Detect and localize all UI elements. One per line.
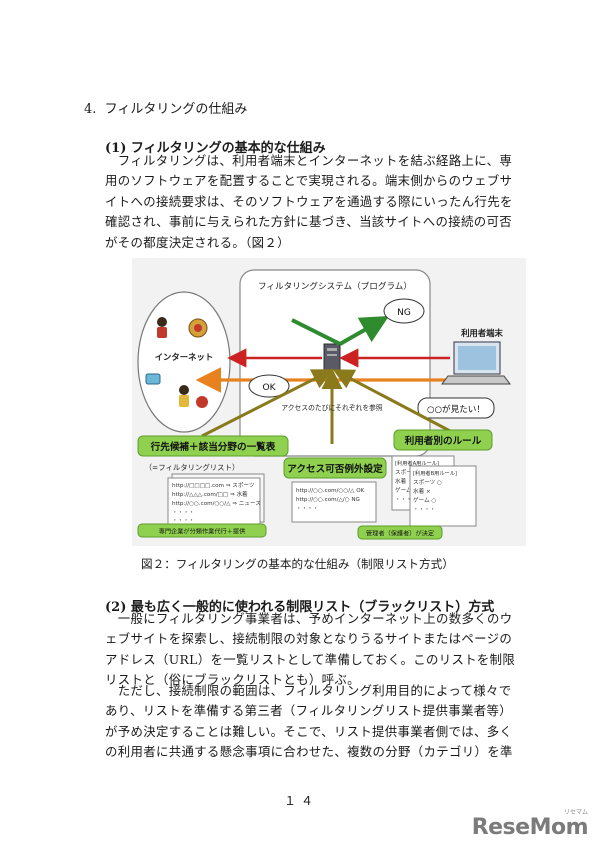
- paragraph-line: 一般にフィルタリング事業者は、予めインターネット上の数多くのウ: [105, 611, 513, 626]
- rules-row: ゲーム ○: [395, 486, 418, 494]
- exception-dots: ・・・・: [296, 506, 318, 512]
- rules-row: ゲーム ○: [413, 496, 436, 504]
- logo-kana: リセマム: [563, 809, 588, 816]
- ng-arrow: [339, 316, 389, 346]
- list-dots: ・・・・: [172, 510, 194, 516]
- rules-row: 水着: [395, 477, 407, 485]
- rules-row: スポーツ ○: [413, 478, 442, 486]
- guardian-label: 管理者（保護者）が決定: [366, 530, 434, 538]
- exception-row: http://○○.com/○○/△ OK: [296, 488, 365, 494]
- paragraph-line: 確認され、事前に与えられた方針に基づき、当該サイトへの接続の可否: [105, 214, 512, 230]
- subsection-2-paragraph-1: 一般にフィルタリング事業者は、予めインターネット上の数多くのウ ェブサイトを探索…: [105, 609, 515, 691]
- rules-title: [利用者B用ルール]: [413, 469, 457, 477]
- page-number: １４: [283, 794, 318, 808]
- list-row: http://○○.com/○○/△ ⇒ ニュース: [172, 500, 261, 507]
- ok-text: OK: [263, 383, 277, 393]
- filtering-list-document: http://□□□□.com ⇒ スポーツ http://△△△.com/□□…: [167, 473, 265, 527]
- subsection-1-heading: (1) フィルタリングの基本的な仕組み: [105, 141, 326, 156]
- exception-document: http://○○.com/○○/△ OK http://○○.com/△/○ …: [291, 481, 377, 523]
- swimsuit-icon: [196, 396, 208, 408]
- rules-label-box: 利用者別のルール: [393, 429, 493, 451]
- paragraph-line: フィルタリングは、利用者端末とインターネットを結ぶ経路上に、専: [105, 153, 513, 168]
- paragraph-line: リストと（俗にブラックリストとも）呼ぶ。: [105, 672, 360, 688]
- list-dots: ・・・・: [172, 518, 194, 524]
- ng-bubble: NG: [383, 298, 425, 324]
- ok-bubble: OK: [248, 374, 290, 398]
- subsection-2-paragraph-2: ただし、接続制限の範囲は、フィルタリング利用目的によって様々で あり、リストを準…: [105, 681, 513, 763]
- system-title: フィルタリングシステム（プログラム）: [258, 280, 412, 292]
- list-label: 行先候補＋該当分野の一覧表: [150, 441, 276, 453]
- game-icon: [145, 373, 161, 385]
- reference-arrow-list: [201, 369, 334, 438]
- vendor-label-box: 専門企業が分類作業代行＋提供: [137, 523, 267, 538]
- paragraph-line: ェブサイトを探索し、接続制限の対象となりうるサイトまたはページの: [105, 631, 513, 647]
- internet-ellipse: [137, 291, 231, 433]
- list-sub-label: （=フィルタリングリスト）: [145, 463, 240, 472]
- user-terminal-label: 利用者端末: [460, 328, 503, 338]
- subsection-2-heading: (2) 最も広く一般的に使われる制限リスト（ブラックリスト）方式: [105, 600, 495, 615]
- exception-label-box: アクセス可否例外設定: [283, 457, 387, 479]
- want-to-see-bubble: ○○が見たい！: [417, 397, 495, 419]
- want-to-see-text: ○○が見たい！: [427, 403, 485, 415]
- server-icon: [323, 343, 341, 371]
- vendor-label: 専門企業が分類作業代行＋提供: [159, 528, 246, 536]
- rules-row: 水着 ×: [413, 487, 431, 495]
- list-label-box: 行先候補＋該当分野の一覧表: [137, 435, 289, 457]
- rules-title: [利用者A用ルール]: [395, 459, 439, 467]
- person-icon: [179, 385, 189, 407]
- subsection-1-paragraph: フィルタリングは、利用者端末とインターネットを結ぶ経路上に、専 用のソフトウェア…: [105, 151, 513, 253]
- paragraph-line: あり、リストを準備する第三者（フィルタリングリスト提供事業者等）: [105, 703, 512, 719]
- exception-row: http://○○.com/△/○ NG: [296, 497, 360, 503]
- rules-label: 利用者別のルール: [404, 435, 482, 447]
- list-row: http://□□□□.com ⇒ スポーツ: [172, 481, 255, 489]
- paragraph-line: が予め決定することは難しい。そこで、リスト提供事業者側では、多く: [105, 723, 513, 739]
- figure-caption: 図２：フィルタリングの基本的な仕組み（制限リスト方式）: [141, 557, 454, 571]
- paragraph-line: がその都度決定される。（図２）: [105, 234, 290, 250]
- list-row: http://△△△.com/□□ ⇒ 水着: [172, 490, 248, 498]
- paragraph-line: ただし、接続制限の範囲は、フィルタリング利用目的によって様々で: [105, 683, 512, 698]
- rules-dots: ・・・・: [413, 507, 435, 513]
- section-title: フィルタリングの仕組み: [104, 102, 248, 117]
- guardian-label-box: 管理者（保護者）が決定: [357, 525, 443, 540]
- ng-arrow-stem: [291, 318, 341, 346]
- rules-dots: ・・・・: [395, 497, 417, 503]
- ball-icon: [188, 318, 208, 338]
- rules-row: スポーツ: [395, 468, 418, 476]
- logo-text: ReseMom: [471, 815, 589, 840]
- person-icon: [157, 317, 167, 338]
- paragraph-line: 用のソフトウェアを配置することで実現される。端末側からのウェブサ: [105, 173, 513, 189]
- paragraph-line: イトへの接続要求は、そのソフトウェアを通過する際にいったん行先を: [105, 193, 513, 209]
- section-number: 4.: [84, 102, 97, 117]
- internet-label: インターネット: [155, 352, 214, 362]
- paragraph-line: の利用者に共通する懸念事項に合わせた、複数の分野（カテゴリ）を準: [105, 744, 513, 760]
- exception-label: アクセス可否例外設定: [287, 463, 383, 475]
- paragraph-line: アドレス（URL）を一覧リストとして準備しておく。このリストを制限: [105, 651, 516, 667]
- rules-document-b: [利用者B用ルール] スポーツ ○ 水着 × ゲーム ○ ・・・・: [409, 465, 477, 527]
- resemom-logo: ReseMom リセマム: [471, 809, 589, 840]
- access-ref-label: アクセスのたびにそれぞれを参照: [281, 403, 383, 412]
- filtering-diagram: フィルタリングシステム（プログラム） インターネット NG OK 利用者端末: [132, 258, 526, 546]
- section-heading: 4. フィルタリングの仕組み: [84, 98, 247, 117]
- reference-arrow-rules: [332, 369, 453, 434]
- computer-icon: [441, 341, 511, 385]
- ng-text: NG: [397, 308, 411, 318]
